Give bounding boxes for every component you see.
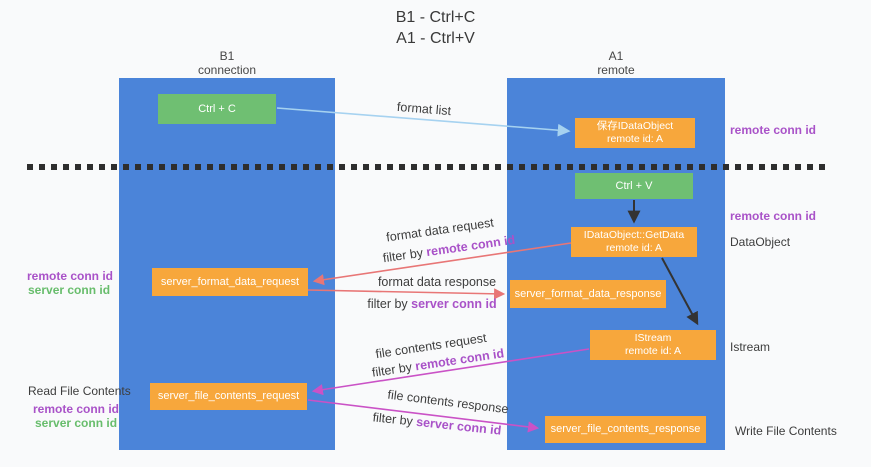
ctrl-c-box: Ctrl + C bbox=[158, 94, 276, 124]
save-dataobject-line1: 保存IDataObject bbox=[596, 120, 674, 132]
filter-by-text: filter by bbox=[367, 297, 412, 311]
istream-box: IStream remote id: A bbox=[590, 330, 716, 360]
left-remote-conn-id-bottom-label: remote conn id bbox=[33, 402, 120, 416]
file-contents-response-label: file contents response bbox=[386, 387, 510, 417]
left-column-name: B1 bbox=[219, 49, 235, 63]
format-list-label: format list bbox=[396, 99, 452, 119]
server-conn-id-key: server conn id bbox=[411, 297, 497, 311]
dashed-divider bbox=[27, 164, 830, 170]
title-line-2: A1 - Ctrl+V bbox=[396, 30, 475, 47]
save-dataobject-box: 保存IDataObject remote id: A bbox=[575, 118, 695, 148]
server-file-contents-response-box: server_file_contents_response bbox=[545, 416, 706, 443]
left-remote-conn-id-mid-label: remote conn id bbox=[27, 269, 114, 283]
right-column-header: A1 remote bbox=[507, 49, 725, 77]
filter-by-text: filter by bbox=[372, 410, 418, 429]
server-format-data-request-label: server_format_data_request bbox=[160, 275, 300, 288]
ctrl-v-box: Ctrl + V bbox=[575, 173, 693, 199]
read-file-contents-label: Read File Contents bbox=[28, 384, 131, 398]
format-data-response-arrow bbox=[307, 288, 506, 300]
server-format-data-request-box: server_format_data_request bbox=[152, 268, 308, 296]
left-column-role: connection bbox=[197, 63, 257, 77]
left-server-conn-id-mid-label: server conn id bbox=[28, 283, 111, 297]
right-remote-conn-id-mid-label: remote conn id bbox=[730, 209, 817, 223]
server-file-contents-request-box: server_file_contents_request bbox=[150, 383, 307, 410]
server-conn-id-key: server conn id bbox=[415, 414, 502, 438]
right-column-name: A1 bbox=[608, 49, 624, 63]
ctrl-v-label: Ctrl + V bbox=[615, 179, 653, 192]
diagram-title: B1 - Ctrl+C A1 - Ctrl+V bbox=[0, 7, 871, 49]
filter-by-text: filter by bbox=[371, 359, 417, 380]
getdata-line1: IDataObject::GetData bbox=[583, 229, 685, 241]
server-format-data-response-box: server_format_data_response bbox=[510, 280, 666, 308]
write-file-contents-label: Write File Contents bbox=[735, 424, 837, 438]
getdata-line2: remote id: A bbox=[605, 242, 663, 254]
left-server-conn-id-bottom-label: server conn id bbox=[35, 416, 118, 430]
left-column-header: B1 connection bbox=[119, 49, 335, 77]
server-file-contents-response-label: server_file_contents_response bbox=[550, 423, 701, 435]
getdata-box: IDataObject::GetData remote id: A bbox=[571, 227, 697, 257]
format-data-response-filter-label: filter by server conn id bbox=[367, 297, 496, 311]
istream-line2: remote id: A bbox=[624, 345, 682, 357]
format-data-response-label: format data response bbox=[377, 275, 497, 289]
istream-side-label: Istream bbox=[730, 340, 771, 354]
istream-line1: IStream bbox=[634, 332, 672, 344]
ctrl-c-label: Ctrl + C bbox=[198, 102, 236, 115]
title-line-1: B1 - Ctrl+C bbox=[395, 9, 476, 26]
right-remote-conn-id-top-label: remote conn id bbox=[730, 123, 817, 137]
dataobject-label: DataObject bbox=[730, 235, 791, 249]
save-dataobject-line2: remote id: A bbox=[606, 133, 664, 145]
right-column-role: remote bbox=[597, 63, 635, 77]
file-contents-response-filter-label: filter by server conn id bbox=[372, 410, 502, 437]
server-format-data-response-label: server_format_data_response bbox=[514, 287, 662, 300]
filter-by-text: filter by bbox=[381, 245, 428, 266]
server-file-contents-request-label: server_file_contents_request bbox=[157, 390, 300, 402]
